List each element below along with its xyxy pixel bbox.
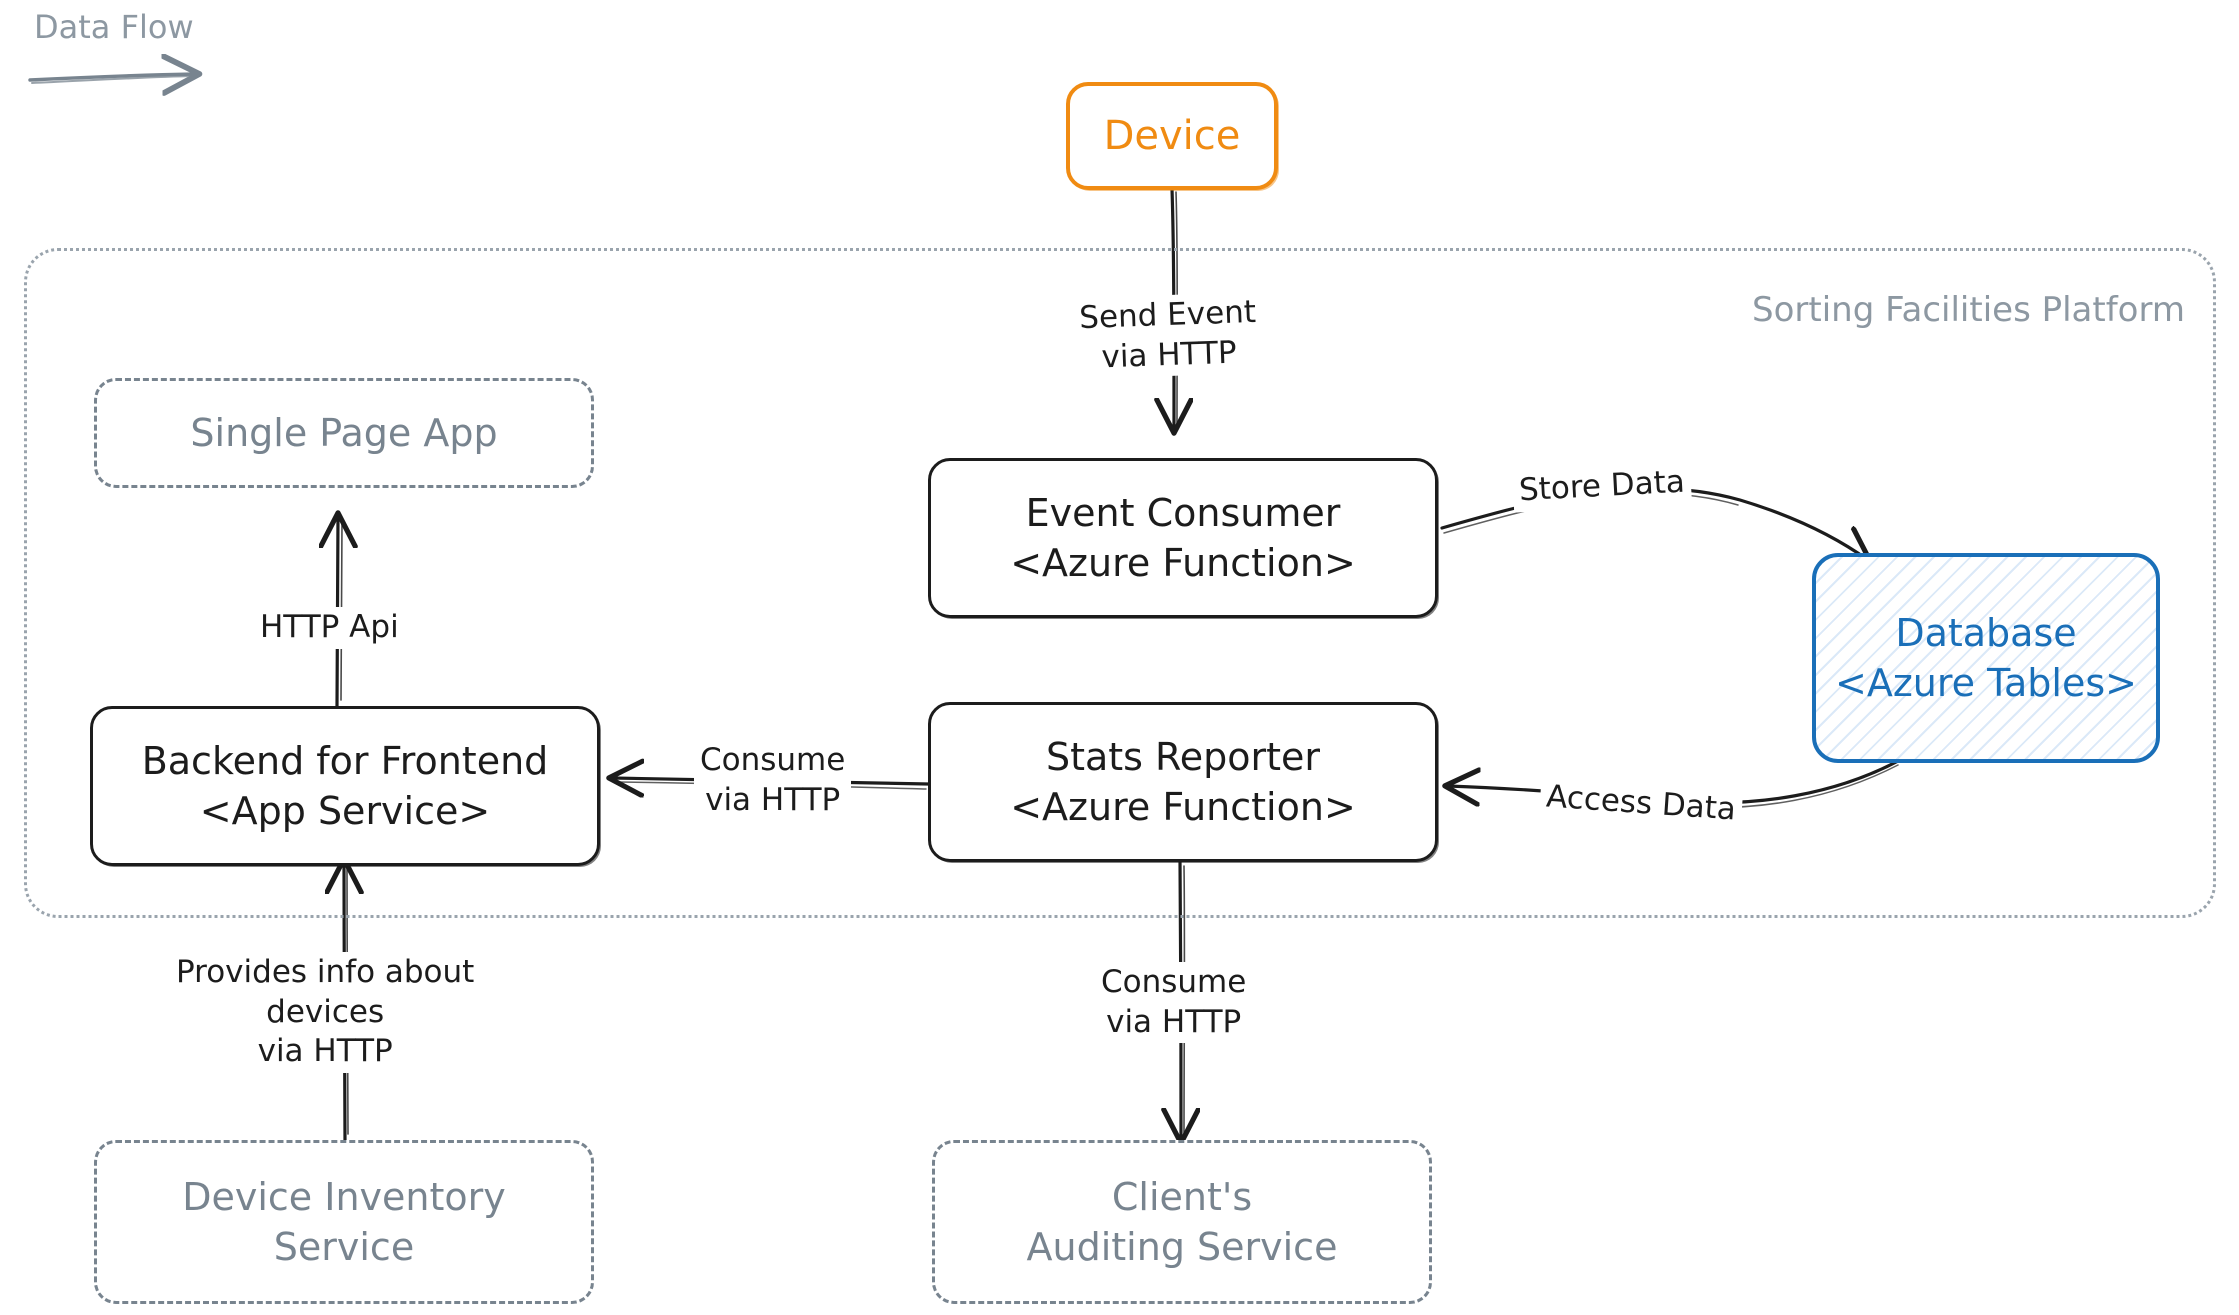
node-clients-auditing-service-name: Client's	[1111, 1174, 1253, 1219]
edge-label-line2: devices	[266, 993, 385, 1030]
node-single-page-app-name: Single Page App	[190, 410, 498, 455]
edge-label-bff-to-spa: HTTP Api	[254, 607, 405, 649]
edge-label-line3: via HTTP	[257, 1033, 393, 1070]
node-database-name: Database	[1895, 610, 2077, 655]
edge-label-line1: Store Data	[1518, 463, 1686, 509]
node-event-consumer[interactable]: Event Consumer <Azure Function>	[928, 458, 1438, 618]
node-event-consumer-name: Event Consumer	[1025, 490, 1341, 535]
node-device[interactable]: Device	[1066, 82, 1278, 190]
node-clients-auditing-service[interactable]: Client's Auditing Service	[932, 1140, 1432, 1304]
edge-label-line1: HTTP Api	[260, 609, 399, 645]
edge-label-device-to-event-consumer: Send Event via HTTP	[1072, 291, 1265, 380]
node-database-tech: <Azure Tables>	[1834, 661, 2137, 705]
edge-label-stats-reporter-to-auditing: Consume via HTTP	[1095, 962, 1253, 1044]
node-stats-reporter[interactable]: Stats Reporter <Azure Function>	[928, 702, 1438, 862]
edge-label-line2: via HTTP	[1106, 1003, 1242, 1040]
node-stats-reporter-name: Stats Reporter	[1045, 734, 1321, 779]
platform-boundary-title: Sorting Facilities Platform	[1752, 290, 2185, 330]
edge-label-line1: Provides info about	[176, 954, 475, 990]
node-event-consumer-tech: <Azure Function>	[1010, 541, 1356, 585]
edge-label-inventory-to-bff: Provides info about devices via HTTP	[170, 952, 481, 1074]
node-device-inventory-service-name: Device Inventory	[182, 1174, 506, 1219]
edge-label-line2: via HTTP	[705, 781, 841, 818]
platform-boundary	[24, 248, 2216, 918]
legend-title: Data Flow	[34, 8, 194, 46]
node-device-inventory-service[interactable]: Device Inventory Service	[94, 1140, 594, 1304]
node-database[interactable]: Database <Azure Tables>	[1812, 553, 2160, 763]
node-stats-reporter-tech: <Azure Function>	[1010, 785, 1356, 829]
node-backend-for-frontend[interactable]: Backend for Frontend <App Service>	[90, 706, 600, 866]
node-backend-for-frontend-name: Backend for Frontend	[141, 738, 549, 783]
edge-label-line1: Consume	[700, 742, 846, 778]
node-device-inventory-service-name2: Service	[273, 1225, 415, 1269]
node-device-name: Device	[1103, 112, 1241, 159]
edge-label-line1: Send Event	[1078, 293, 1257, 337]
legend-arrow-icon	[28, 74, 196, 83]
node-clients-auditing-service-name2: Auditing Service	[1026, 1225, 1338, 1269]
node-single-page-app[interactable]: Single Page App	[94, 378, 594, 488]
edge-label-line2: via HTTP	[1100, 334, 1238, 376]
edge-label-stats-reporter-to-bff: Consume via HTTP	[694, 740, 852, 822]
edge-label-line1: Consume	[1101, 964, 1247, 1000]
node-backend-for-frontend-tech: <App Service>	[199, 789, 491, 833]
